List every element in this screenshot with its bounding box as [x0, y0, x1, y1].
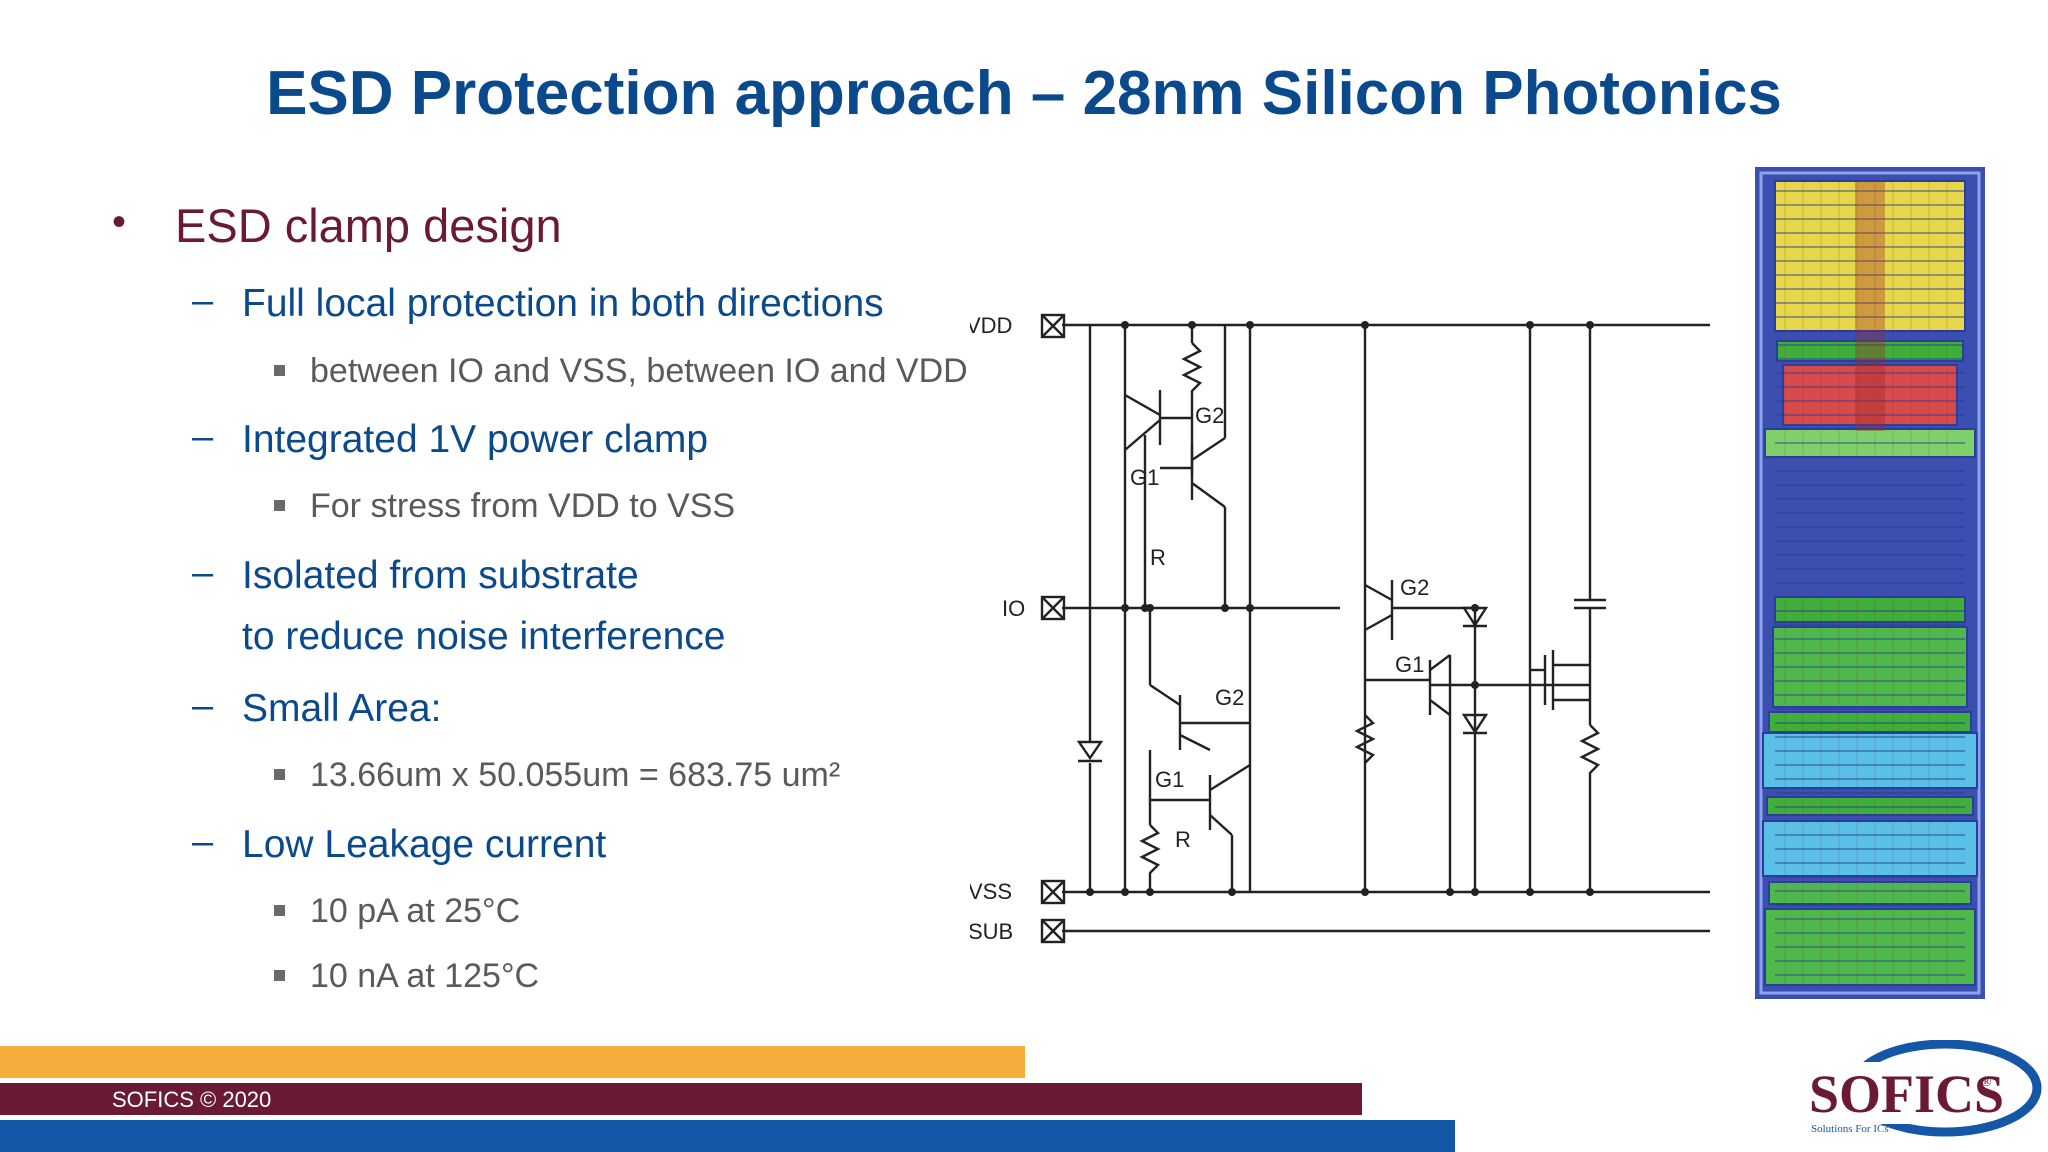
bullet-dot: •	[112, 200, 127, 244]
footer-blue-band	[0, 1120, 1455, 1152]
slide-title: ESD Protection approach – 28nm Silicon P…	[266, 59, 1782, 128]
vdd-pin-icon	[1040, 313, 1066, 339]
bullet-full-local-protection: Full local protection in both directions	[242, 282, 884, 325]
vss-pin-icon	[1040, 879, 1066, 905]
pin-label-sub: SUB	[970, 919, 1013, 944]
label-g1: G1	[1155, 767, 1184, 792]
label-g2: G2	[1215, 685, 1244, 710]
pin-label-io: IO	[1002, 596, 1025, 621]
pin-label-vss: VSS	[970, 879, 1012, 904]
logo-registered: ®	[1981, 1075, 1992, 1090]
bullet-power-clamp: Integrated 1V power clamp	[242, 418, 709, 461]
bullet-square	[274, 905, 285, 916]
diode-icon	[1076, 740, 1104, 761]
footer-copyright: SOFICS © 2020	[112, 1087, 272, 1112]
logo-tagline: Solutions For ICs	[1811, 1123, 1889, 1135]
bullet-dash: –	[192, 821, 214, 863]
bullet-square	[274, 769, 285, 780]
pin-label-vdd: VDD	[970, 313, 1012, 338]
bullet-noise-interference: to reduce noise interference	[242, 615, 726, 658]
label-g2: G2	[1195, 403, 1224, 428]
bullet-dash: –	[192, 280, 214, 322]
esd-circuit-schematic: VDD IO VSS SUB G2 G1 R G2 G1 R G2 G1	[970, 313, 1710, 944]
bullet-dash: –	[192, 552, 214, 594]
bullet-list: • ESD clamp design – Full local protecti…	[0, 0, 1000, 1000]
logo-wordmark: SOFICS	[1809, 1064, 2004, 1124]
bullet-leakage-125c: 10 nA at 125°C	[310, 957, 540, 995]
label-g1: G1	[1395, 652, 1424, 677]
footer-maroon-band	[0, 1083, 1362, 1115]
bullet-small-area: Small Area:	[242, 687, 442, 730]
label-g1: G1	[1130, 465, 1159, 490]
bullet-square	[274, 365, 285, 376]
bullet-isolated-substrate: Isolated from substrate	[242, 554, 639, 597]
footer-orange-band	[0, 1046, 1025, 1078]
sofics-logo: SOFICS ® Solutions For ICs	[1795, 1040, 2042, 1137]
bullet-dash: –	[192, 685, 214, 727]
sub-pin-icon	[1040, 918, 1066, 944]
bullet-square	[274, 970, 285, 981]
io-pin-icon	[1040, 595, 1066, 621]
ic-layout-image	[1755, 167, 1985, 999]
label-r: R	[1175, 827, 1191, 852]
label-r: R	[1150, 545, 1166, 570]
bullet-area-value: 13.66um x 50.055um = 683.75 um²	[310, 756, 841, 794]
bullet-io-vss-vdd: between IO and VSS, between IO and VDD	[310, 352, 968, 390]
bullet-low-leakage: Low Leakage current	[242, 823, 607, 866]
bullet-leakage-25c: 10 pA at 25°C	[310, 892, 521, 930]
bullet-dash: –	[192, 416, 214, 458]
bullet-vdd-to-vss: For stress from VDD to VSS	[310, 487, 736, 525]
label-g2: G2	[1400, 575, 1429, 600]
bullet-square	[274, 500, 285, 511]
diode-icon	[1461, 713, 1489, 735]
bullet-esd-clamp-design: ESD clamp design	[175, 199, 562, 252]
